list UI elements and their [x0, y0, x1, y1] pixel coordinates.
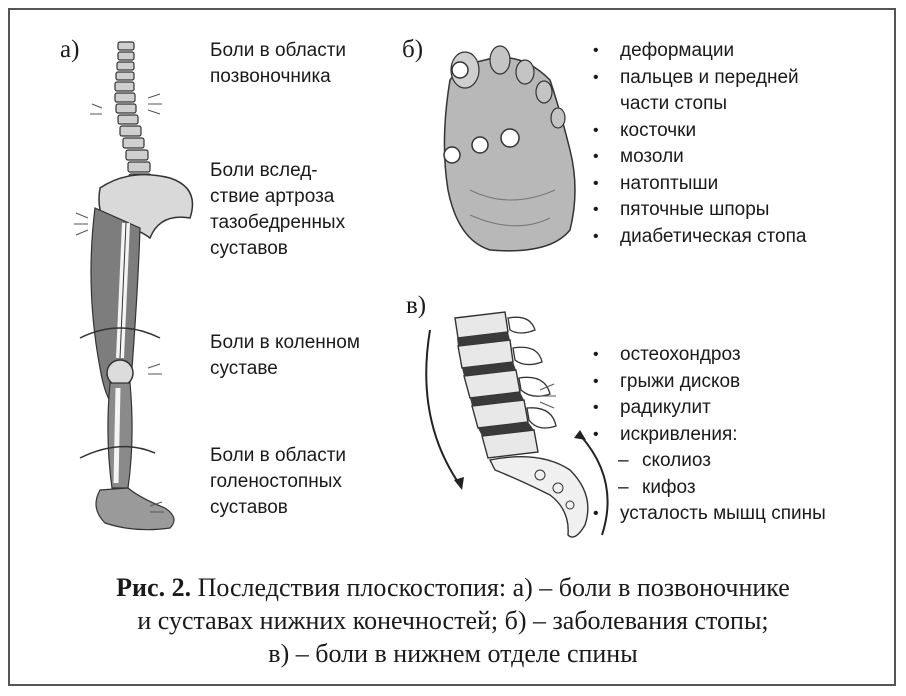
label-ankle-pain: Боли в области голеностопных суставов: [210, 443, 346, 521]
list-item: кифоз: [590, 475, 826, 502]
list-item: натоптыши: [590, 171, 806, 198]
list-item: пяточные шпоры: [590, 197, 806, 224]
list-item: грыжи дисков: [590, 369, 826, 396]
label-knee-pain: Боли в коленном суставе: [210, 330, 360, 382]
caption-text-1: Последствия плоскостопия: а) – боли в по…: [191, 573, 790, 602]
list-item: мозоли: [590, 144, 806, 171]
caption-line-2: и суставах нижних конечностей; б) – забо…: [40, 604, 866, 637]
label-spine-pain: Боли в области позвоночника: [210, 38, 346, 90]
list-item: диабетическая стопа: [590, 224, 806, 251]
back-conditions-list: остеохондроз грыжи дисков радикулит искр…: [590, 342, 826, 528]
list-item: сколиоз: [590, 448, 826, 475]
caption-line-1: Рис. 2. Последствия плоскостопия: а) – б…: [40, 571, 866, 604]
panel-b-letter: б): [402, 36, 423, 64]
caption-line-3: в) – боли в нижнем отделе спины: [40, 637, 866, 670]
list-item: радикулит: [590, 395, 826, 422]
list-item: пальцев и передней: [590, 65, 806, 92]
foot-conditions-list: деформации пальцев и передней части стоп…: [590, 38, 806, 250]
caption-label: Рис. 2.: [116, 573, 191, 602]
list-item: искривления:: [590, 422, 826, 449]
leg-spine-illustration: [60, 38, 210, 538]
list-item: части стопы: [590, 91, 806, 118]
label-hip-pain: Боли вслед- ствие артроза тазобедренных …: [210, 158, 345, 262]
figure-caption: Рис. 2. Последствия плоскостопия: а) – б…: [40, 571, 866, 670]
list-item: остеохондроз: [590, 342, 826, 369]
list-item: косточки: [590, 118, 806, 145]
list-item: усталость мышц спины: [590, 501, 826, 528]
foot-illustration: [430, 40, 590, 255]
list-item: деформации: [590, 38, 806, 65]
